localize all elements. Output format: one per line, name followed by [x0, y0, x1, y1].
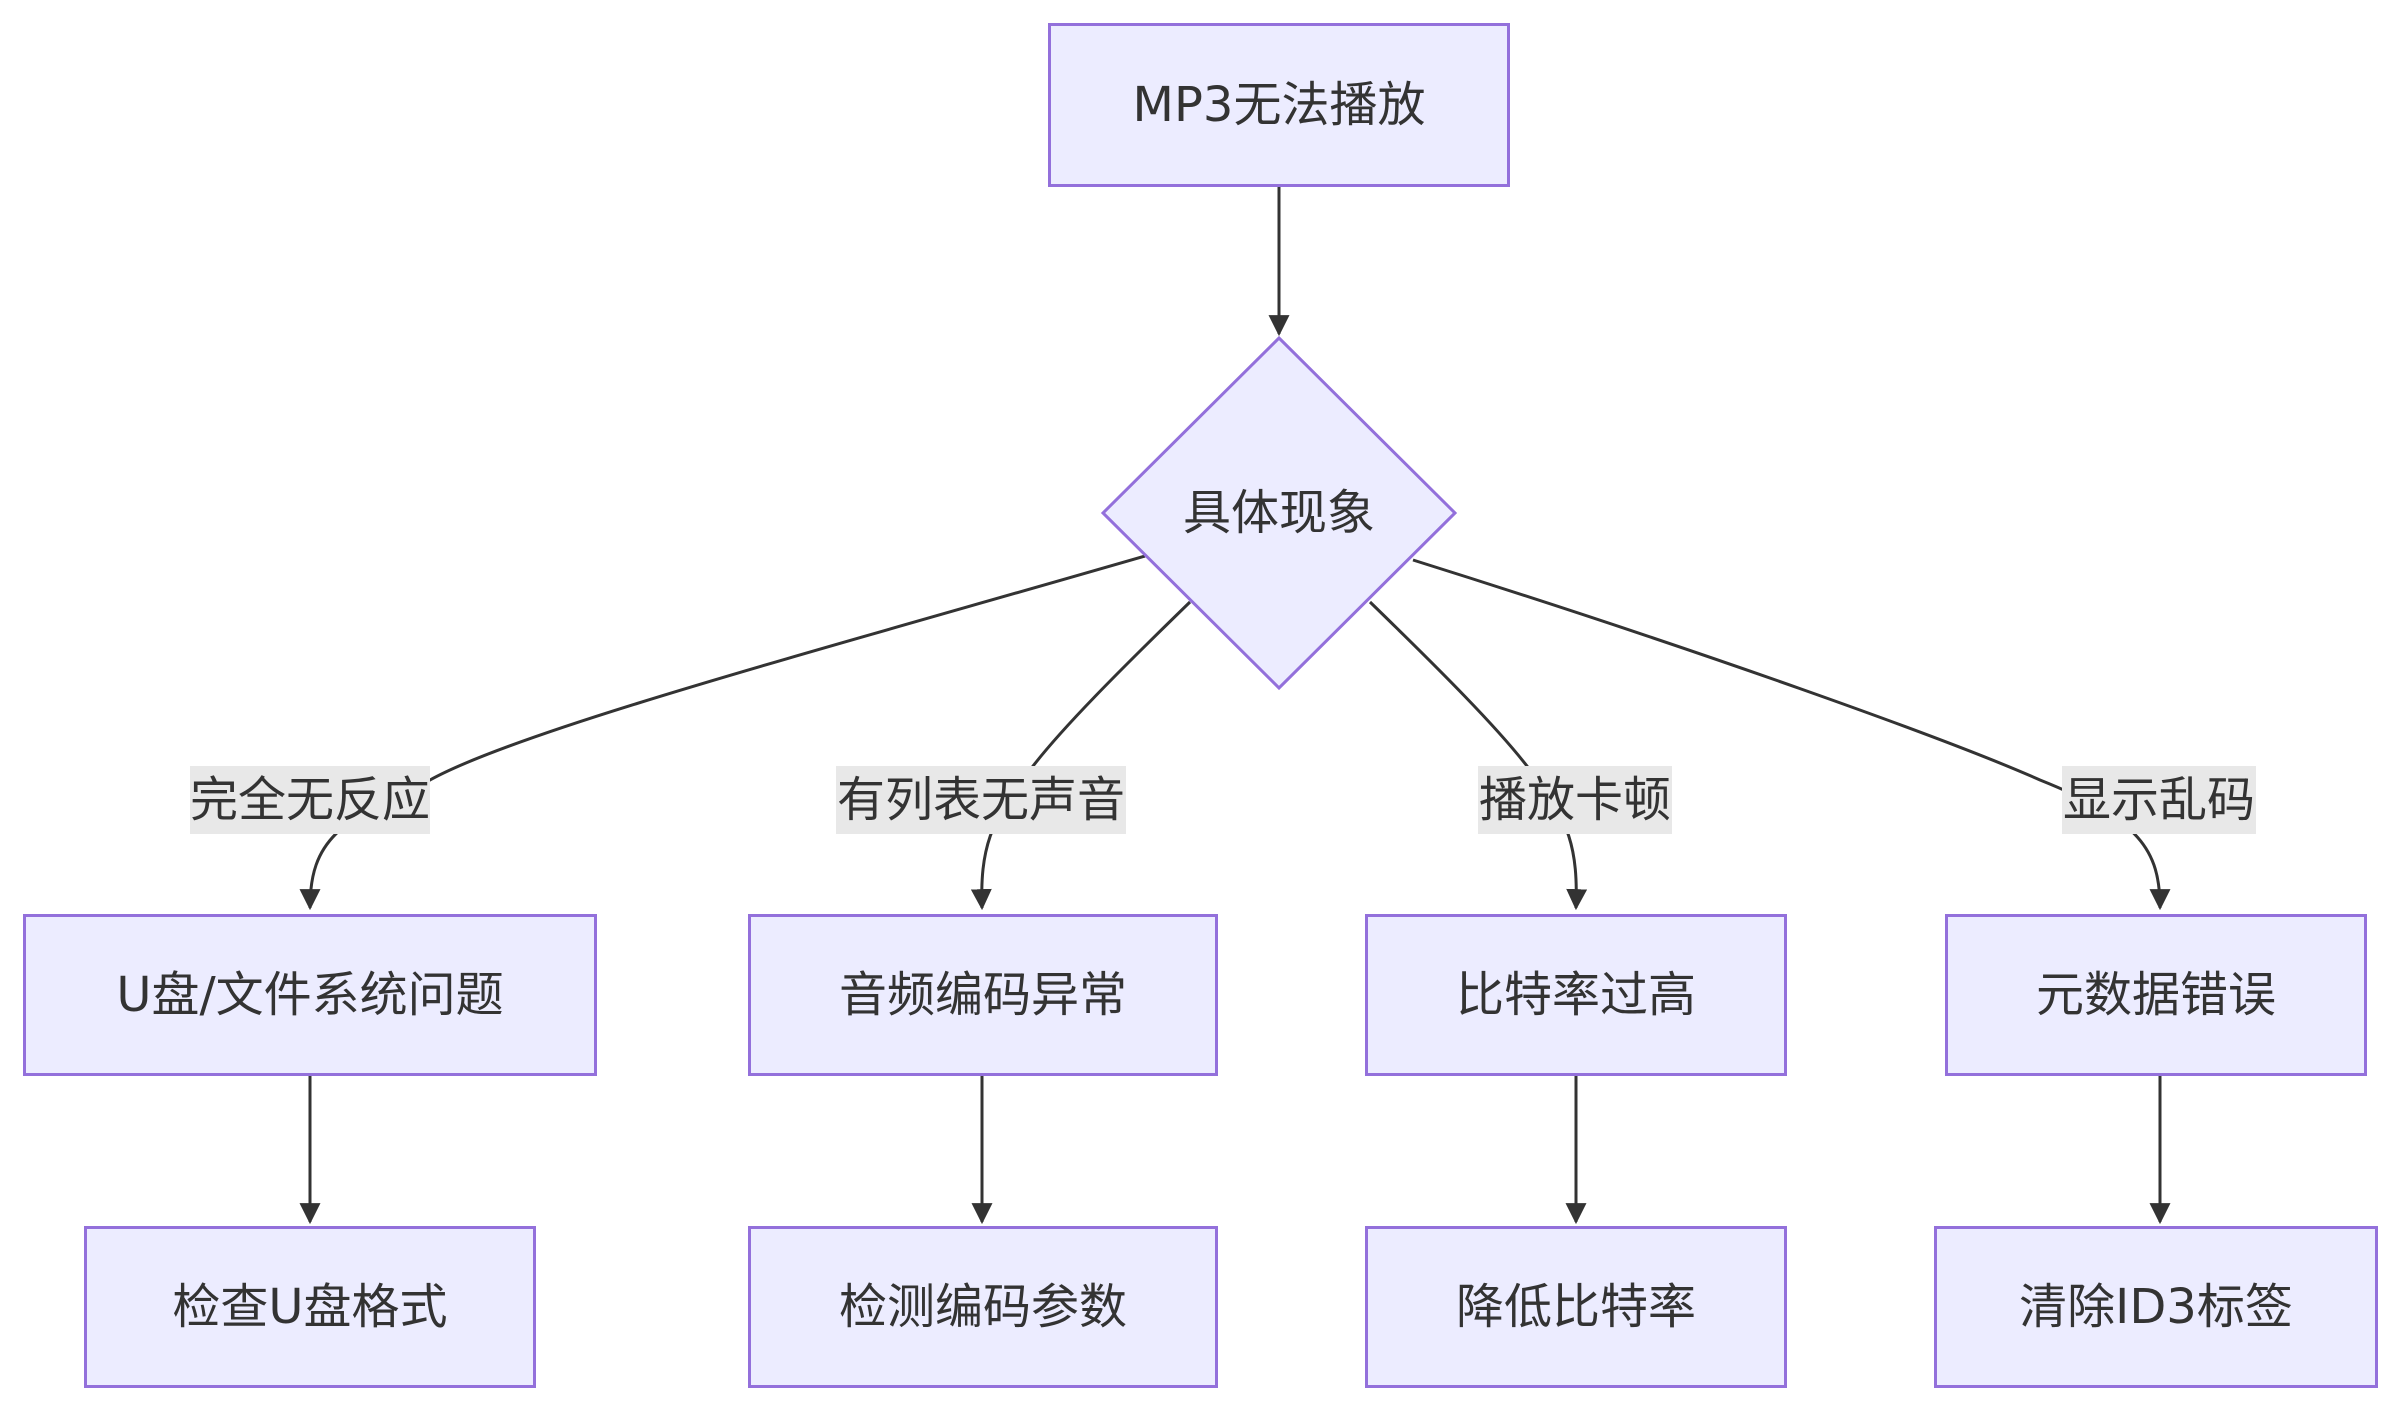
fix-metadata-node: 清除ID3标签 [1934, 1226, 2378, 1388]
edge-decision-to-bitrate [1368, 600, 1588, 911]
decision-node-label: 具体现象 [1182, 485, 1375, 541]
edge-label-list-no-sound: 有列表无声音 [836, 766, 1126, 834]
fix-encoding-node: 检测编码参数 [748, 1226, 1218, 1388]
edge-decision-to-encoding [970, 600, 1192, 911]
edge-label-no-response: 完全无反应 [190, 766, 430, 834]
fix-bitrate-node: 降低比特率 [1365, 1226, 1787, 1388]
cause-encoding-node: 音频编码异常 [748, 914, 1218, 1076]
cause-metadata-node: 元数据错误 [1945, 914, 2367, 1076]
fix-usb-node: 检查U盘格式 [84, 1226, 536, 1388]
start-node: MP3无法播放 [1048, 23, 1510, 187]
edge-decision-to-usb [299, 554, 1146, 911]
start-node-label: MP3无法播放 [1132, 77, 1426, 133]
decision-diamond [1100, 335, 1458, 691]
edge-label-garbled: 显示乱码 [2062, 766, 2256, 834]
edge-decision-to-metadata [1412, 558, 2171, 911]
cause-usb-node: U盘/文件系统问题 [23, 914, 597, 1076]
decision-node: 具体现象 [1103, 463, 1455, 563]
cause-bitrate-node: 比特率过高 [1365, 914, 1787, 1076]
edge-label-stutter: 播放卡顿 [1478, 766, 1672, 834]
